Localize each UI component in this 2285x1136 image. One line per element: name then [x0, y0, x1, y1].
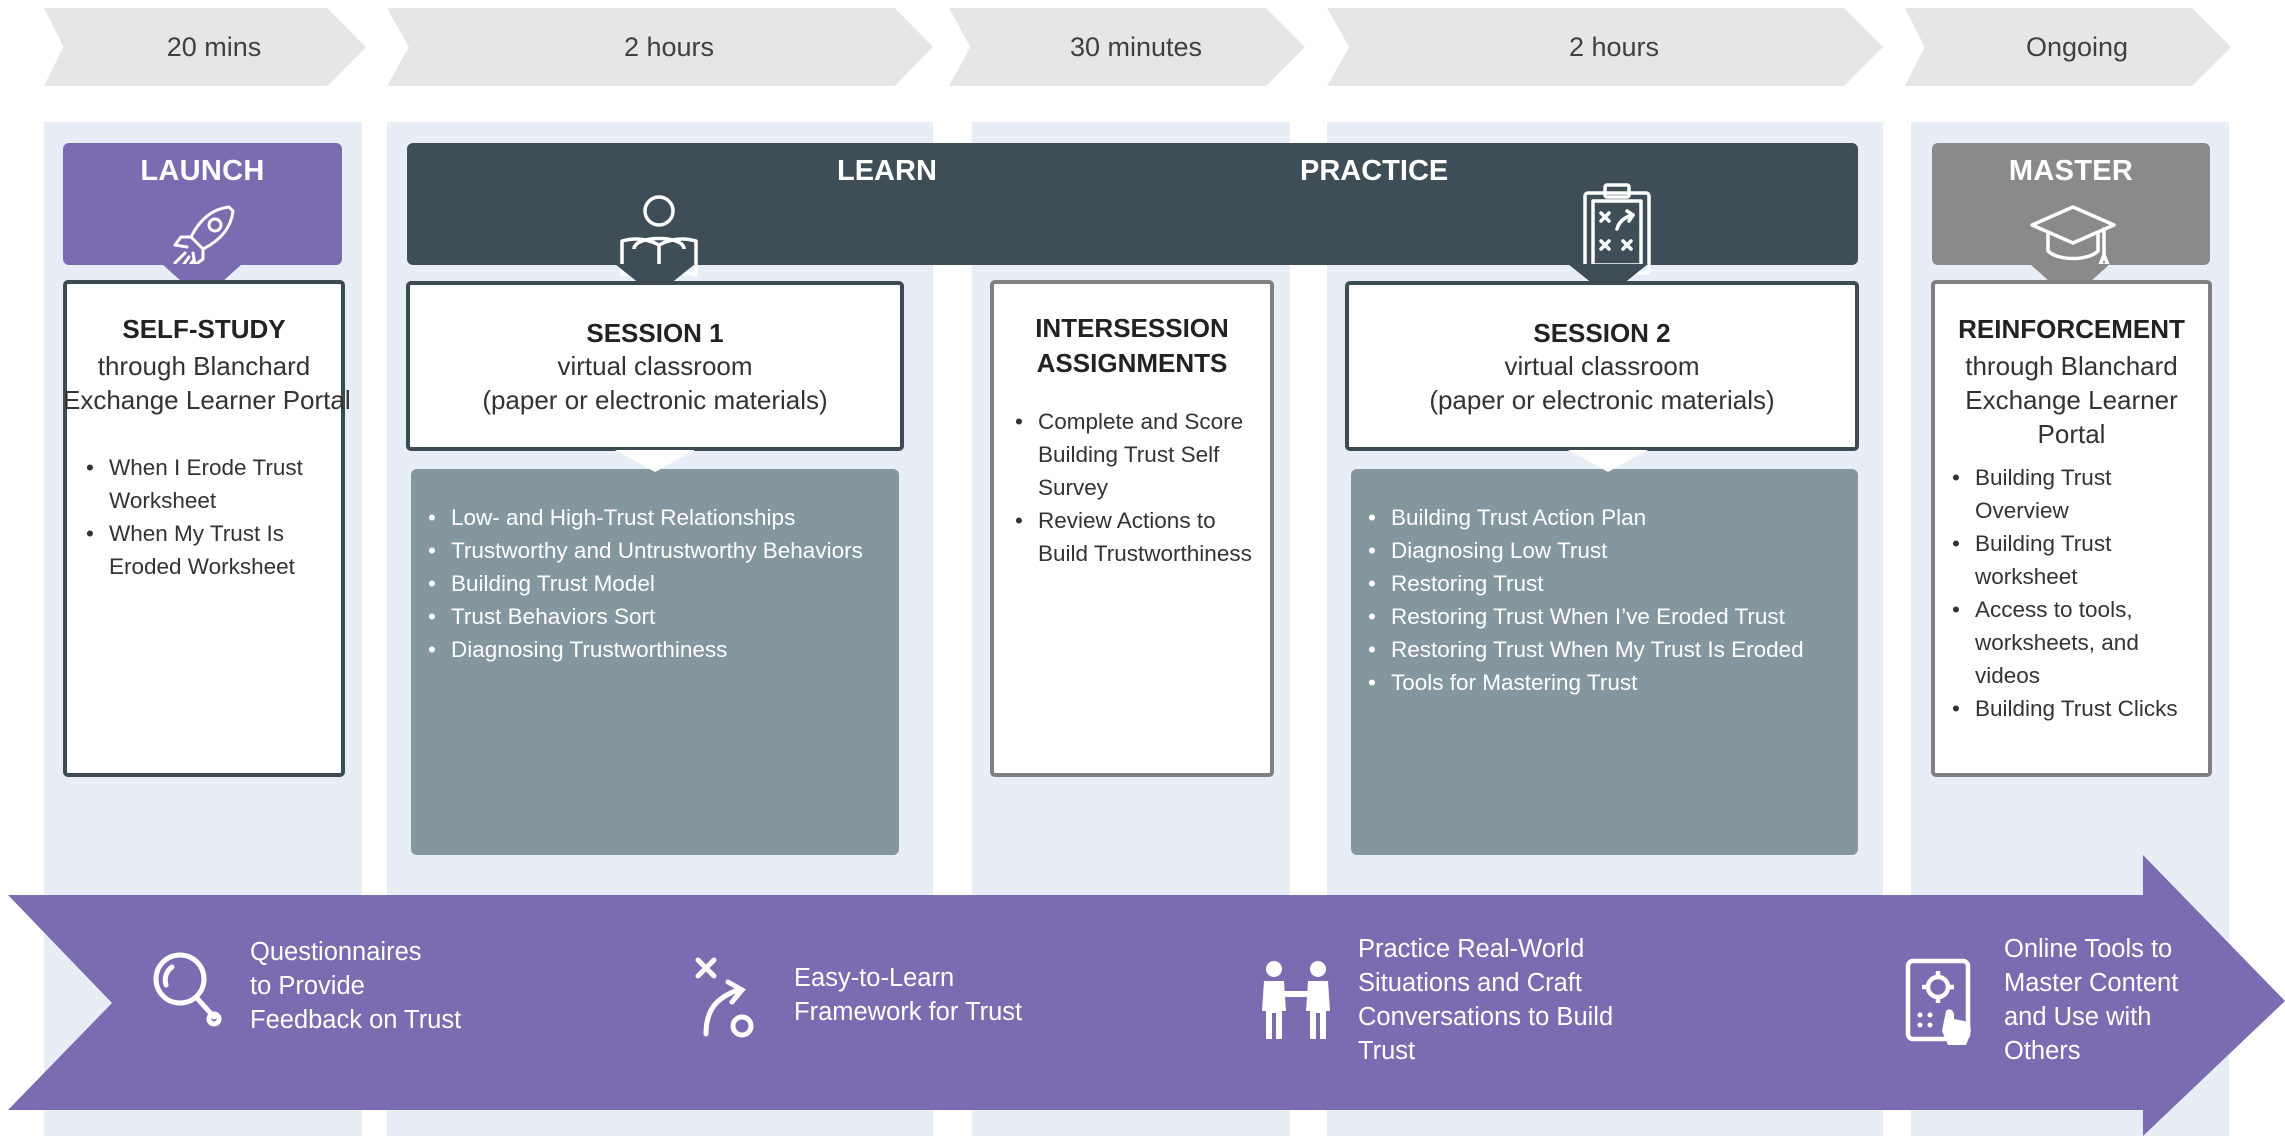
reinforcement-subtitle-2: Exchange Learner: [1965, 385, 2178, 415]
timeline-step-label: 30 minutes: [1069, 31, 1203, 62]
session1-title: SESSION 1: [586, 318, 724, 348]
framework-path-icon: [695, 957, 754, 1038]
intersession-list: Complete and Score Building Trust Self S…: [994, 405, 1270, 570]
list-item: Building Trust worksheet: [1941, 527, 2200, 593]
session1-box: SESSION 1 virtual classroom (paper or el…: [406, 281, 904, 451]
list-item: Tools for Mastering Trust: [1357, 666, 1858, 699]
clipboard-strategy-icon: [1583, 183, 1651, 275]
feature-line: Online Tools to: [2004, 935, 2173, 963]
reinforcement-subtitle-1: through Blanchard: [1965, 351, 2178, 381]
list-item: Review Actions to Build Trustworthiness: [1004, 504, 1260, 570]
feature-line: Practice Real-World: [1358, 935, 1585, 963]
feature-framework: Easy-to-Learn Framework for Trust: [692, 950, 1022, 1040]
phase-learn-practice: LEARN PRACTICE: [407, 143, 1858, 281]
list-item: Restoring Trust When My Trust Is Eroded: [1357, 633, 1858, 666]
timeline-step-label: Ongoing: [2025, 31, 2129, 62]
session1-subtitle-1: virtual classroom: [557, 351, 753, 381]
list-item: Restoring Trust When I’ve Eroded Trust: [1357, 600, 1858, 633]
phase-title-launch: LAUNCH: [140, 155, 265, 187]
list-item: Trust Behaviors Sort: [417, 600, 899, 633]
timeline-step-label: 2 hours: [1568, 31, 1660, 62]
list-item: Low- and High-Trust Relationships: [417, 501, 899, 534]
list-item: Building Trust Overview: [1941, 461, 2200, 527]
reinforcement-box: REINFORCEMENT through Blanchard Exchange…: [1931, 280, 2212, 777]
reinforcement-title: REINFORCEMENT: [1958, 314, 2185, 344]
feature-line: Feedback on Trust: [250, 1006, 462, 1034]
tablet-touch-icon: [1905, 958, 1971, 1045]
self-study-box: SELF-STUDY through Blanchard Exchange Le…: [63, 280, 351, 777]
handshake-people-icon: [1262, 961, 1330, 1039]
intersession-box: INTERSESSION ASSIGNMENTS Complete and Sc…: [990, 280, 1274, 777]
session2-subtitle-1: virtual classroom: [1504, 351, 1700, 381]
phase-launch: LAUNCH: [63, 143, 342, 273]
feature-line: Others: [2004, 1037, 2081, 1065]
list-item: Diagnosing Low Trust: [1357, 534, 1858, 567]
phase-title-learn: LEARN: [837, 155, 937, 187]
session2-box-pointer: [1568, 450, 1648, 472]
phase-title-master: MASTER: [2008, 155, 2134, 187]
session1-box-pointer: [615, 450, 695, 472]
feature-line: and Use with: [2004, 1003, 2152, 1031]
phase-master: MASTER: [1932, 143, 2210, 267]
feature-line: Master Content: [2004, 969, 2179, 997]
session2-title: SESSION 2: [1533, 318, 1671, 348]
self-study-title: SELF-STUDY: [122, 314, 286, 344]
feature-questionnaires: Questionnaires to Provide Feedback on Tr…: [148, 935, 461, 1037]
self-study-list: When I Erode Trust Worksheet When My Tru…: [67, 451, 341, 583]
list-item: Restoring Trust: [1357, 567, 1858, 600]
timeline-step-ongoing: Ongoing: [1905, 8, 2231, 86]
list-item: When I Erode Trust Worksheet: [75, 451, 341, 517]
list-item: Complete and Score Building Trust Self S…: [1004, 405, 1260, 504]
list-item: Diagnosing Trustworthiness: [417, 633, 899, 666]
session2-box: SESSION 2 virtual classroom (paper or el…: [1345, 281, 1859, 451]
feature-practice: Practice Real-World Situations and Craft…: [1256, 932, 1613, 1068]
session2-list: Building Trust Action Plan Diagnosing Lo…: [1351, 501, 1858, 699]
feature-line: Trust: [1358, 1037, 1416, 1065]
list-item: When My Trust Is Eroded Worksheet: [75, 517, 341, 583]
feature-line: Conversations to Build: [1358, 1003, 1614, 1031]
timeline-step-session1: 2 hours: [387, 8, 933, 86]
magnifier-feedback-icon: [153, 952, 222, 1027]
session1-panel: Low- and High-Trust Relationships Trustw…: [411, 469, 899, 855]
list-item: Building Trust Clicks: [1941, 692, 2200, 725]
self-study-subtitle-1: through Blanchard: [97, 351, 311, 381]
feature-line: Easy-to-Learn: [794, 964, 955, 992]
list-item: Building Trust Model: [417, 567, 899, 600]
feature-line: to Provide: [250, 972, 365, 1000]
phase-title-practice: PRACTICE: [1300, 155, 1449, 187]
reinforcement-list: Building Trust Overview Building Trust w…: [1935, 461, 2208, 725]
graduation-cap-icon: [2030, 205, 2116, 267]
timeline-step-label: 2 hours: [623, 31, 715, 62]
rocket-icon: [173, 205, 235, 273]
session2-panel: Building Trust Action Plan Diagnosing Lo…: [1351, 469, 1858, 855]
timeline-step-launch: 20 mins: [44, 8, 366, 86]
self-study-subtitle-2: Exchange Learner Portal: [63, 385, 351, 415]
list-item: Building Trust Action Plan: [1357, 501, 1858, 534]
intersession-title-1: INTERSESSION: [1035, 313, 1229, 343]
list-item: Trustworthy and Untrustworthy Behaviors: [417, 534, 899, 567]
session1-list: Low- and High-Trust Relationships Trustw…: [411, 501, 899, 666]
feature-online-tools: Online Tools to Master Content and Use w…: [1902, 932, 2178, 1068]
feature-line: Questionnaires: [250, 938, 422, 966]
feature-line: Situations and Craft: [1358, 969, 1582, 997]
reinforcement-subtitle-3: Portal: [2037, 419, 2106, 449]
feature-line: Framework for Trust: [794, 998, 1023, 1026]
timeline-step-session2: 2 hours: [1327, 8, 1883, 86]
timeline-step-label: 20 mins: [166, 31, 262, 62]
list-item: Access to tools, worksheets, and videos: [1941, 593, 2200, 692]
timeline-step-intersession: 30 minutes: [949, 8, 1305, 86]
intersession-title-2: ASSIGNMENTS: [1036, 348, 1228, 378]
features-arrow: [8, 855, 2285, 1136]
session2-subtitle-2: (paper or electronic materials): [1429, 385, 1775, 415]
session1-subtitle-2: (paper or electronic materials): [482, 385, 828, 415]
